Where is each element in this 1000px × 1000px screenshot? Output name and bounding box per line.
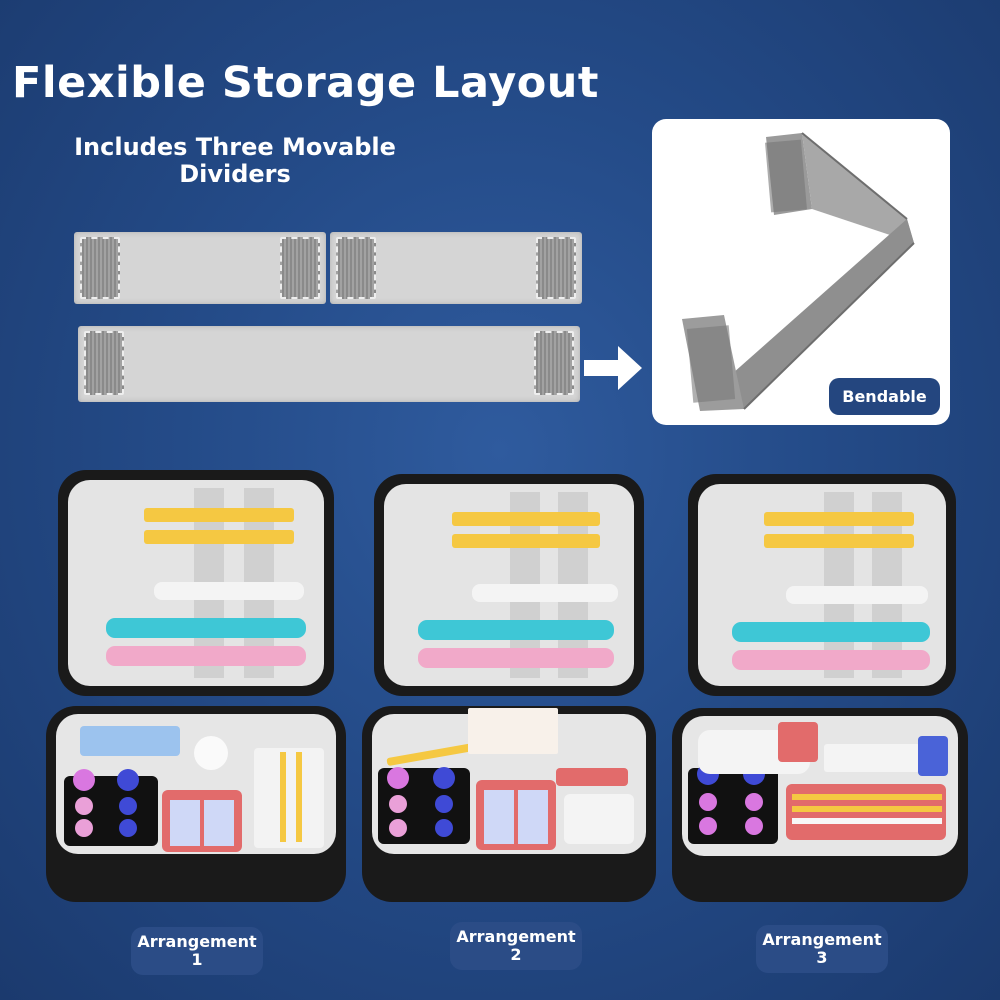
velcro-strip <box>534 331 574 395</box>
velcro-strip <box>280 237 320 299</box>
subtitle: Includes Three Movable Dividers <box>40 134 430 188</box>
arrangement-label-text: Arrangement <box>456 927 576 946</box>
subtitle-line-2: Dividers <box>179 160 291 188</box>
case-arrangement-1 <box>46 470 346 902</box>
velcro-strip <box>80 237 120 299</box>
arrangement-label-text: Arrangement <box>762 930 882 949</box>
arrangement-label-number: 3 <box>816 948 828 967</box>
right-arrow-icon <box>584 346 642 390</box>
divider-long <box>78 326 580 402</box>
case-arrangement-3 <box>672 474 968 902</box>
bendable-divider-photo <box>652 119 950 425</box>
arrangement-label-1: Arrangement 1 <box>131 927 263 975</box>
bent-divider-image <box>682 132 915 411</box>
velcro-strip <box>536 237 576 299</box>
bendable-badge: Bendable <box>829 378 940 415</box>
case-arrangement-2 <box>362 474 656 902</box>
subtitle-line-1: Includes Three Movable <box>74 133 396 161</box>
arrangement-label-2: Arrangement 2 <box>450 922 582 970</box>
divider-short-2 <box>330 232 582 304</box>
page-title: Flexible Storage Layout <box>12 58 599 108</box>
velcro-strip <box>84 331 124 395</box>
velcro-strip <box>336 237 376 299</box>
arrangement-label-text: Arrangement <box>137 932 257 951</box>
arrangement-label-3: Arrangement 3 <box>756 925 888 973</box>
divider-short-1 <box>74 232 326 304</box>
arrangement-label-number: 2 <box>510 945 522 964</box>
arrangement-label-number: 1 <box>191 950 203 969</box>
